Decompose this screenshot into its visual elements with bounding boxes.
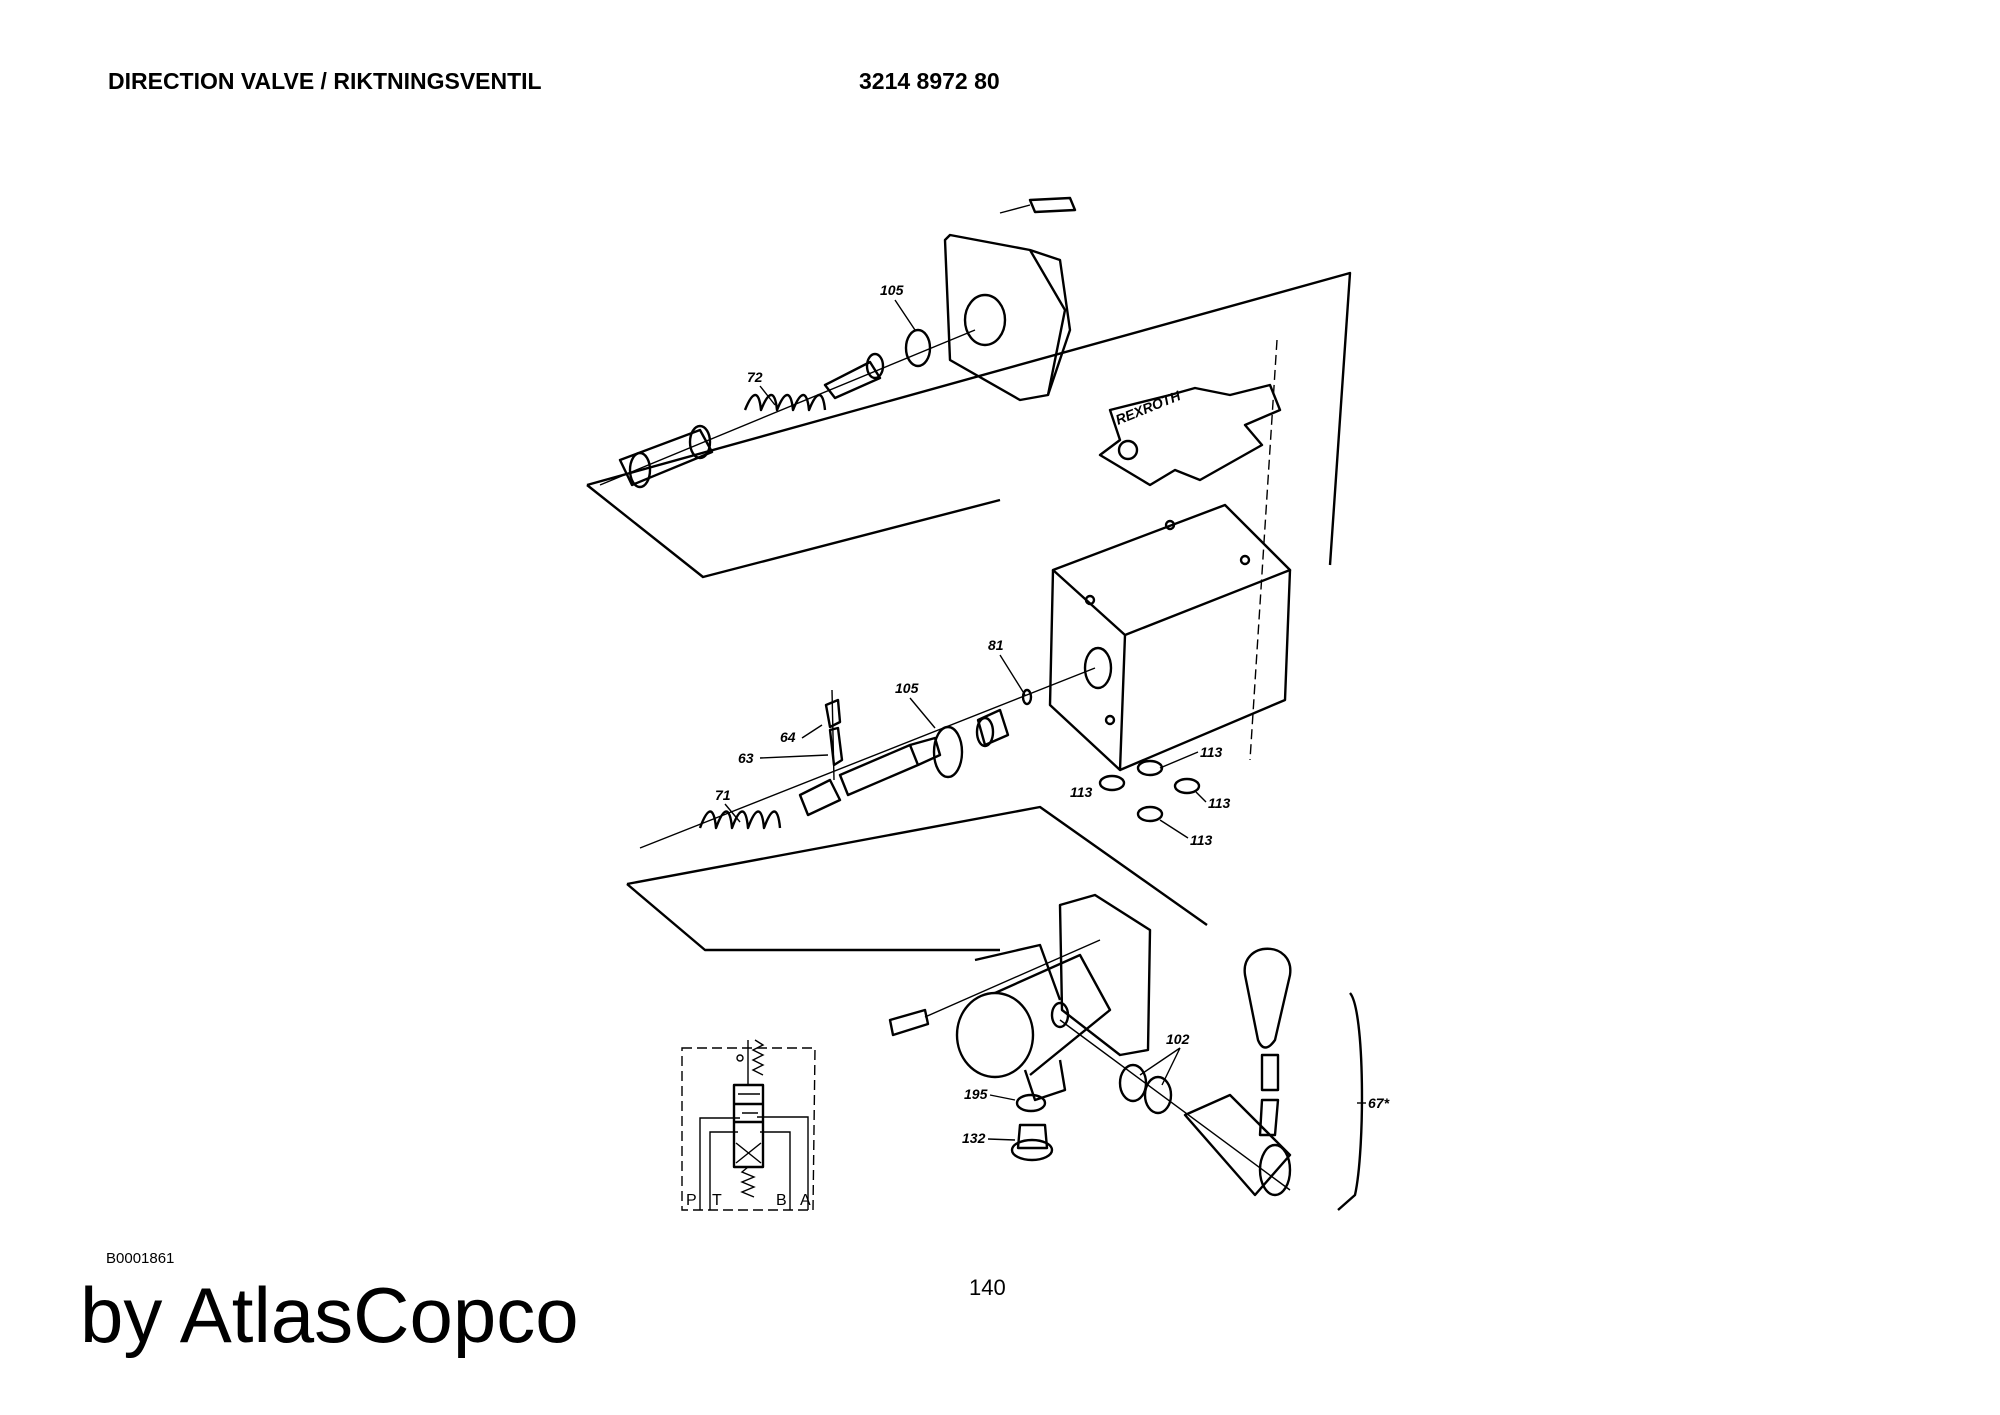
port-a: A [800, 1192, 811, 1209]
callout-67-kit: 67* [1368, 1095, 1390, 1111]
callout-72: 72 [747, 369, 763, 385]
seals-and-plug [1010, 1019, 1291, 1191]
callout-113-d: 113 [1208, 795, 1231, 811]
callout-64: 64 [780, 729, 796, 745]
callout-105-top: 105 [880, 282, 904, 298]
callout-113-c: 113 [1190, 832, 1213, 848]
port-p: P [686, 1192, 697, 1209]
lower-section-plane [626, 805, 1208, 952]
callout-132: 132 [962, 1130, 986, 1146]
page-number: 140 [969, 1275, 1006, 1300]
rexroth-nameplate: REXROTH [1098, 339, 1282, 761]
lower-spool-assembly [639, 667, 1096, 849]
callout-113-b: 113 [1200, 744, 1223, 760]
callout-102: 102 [1166, 1031, 1190, 1047]
callout-113-a: 113 [1070, 784, 1093, 800]
callout-105-lower: 105 [895, 680, 919, 696]
o-rings-113 [1098, 759, 1201, 823]
part-number: 3214 8972 80 [859, 68, 1000, 94]
hydraulic-schematic: P T B A [681, 1039, 816, 1211]
callout-81: 81 [988, 637, 1004, 653]
callout-71: 71 [715, 787, 731, 803]
upper-spool-assembly [599, 328, 976, 489]
port-t: T [712, 1192, 722, 1209]
drawing-id: B0001861 [106, 1250, 175, 1267]
brand-footer: by AtlasCopco [80, 1271, 579, 1359]
lever-handle [1183, 947, 1364, 1211]
part-callouts: 105 72 81 105 64 63 71 113 113 113 113 1… [715, 282, 1390, 1146]
actuator-housing [888, 893, 1152, 1102]
port-b: B [776, 1192, 787, 1209]
end-cover-top [943, 196, 1077, 402]
valve-body-block [1048, 503, 1292, 772]
upper-section-plane [586, 271, 1352, 579]
page-title: DIRECTION VALVE / RIKTNINGSVENTIL [108, 68, 542, 94]
callout-195: 195 [964, 1086, 988, 1102]
callout-63: 63 [738, 750, 754, 766]
